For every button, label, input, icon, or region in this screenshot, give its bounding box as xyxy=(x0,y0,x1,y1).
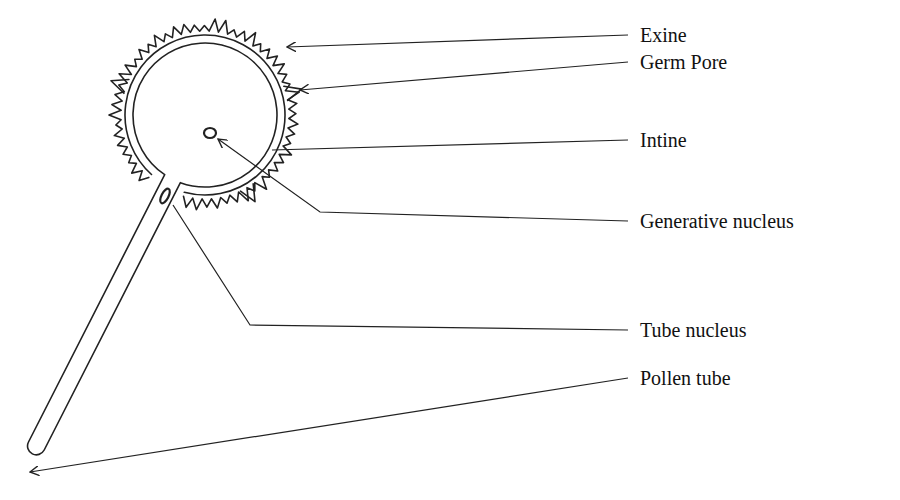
intine-and-tube xyxy=(28,43,277,455)
part-label: Intine xyxy=(638,128,689,152)
exine-inner-wall xyxy=(125,35,285,195)
part-label: Tube nucleus xyxy=(638,318,748,342)
leader-line xyxy=(287,35,628,47)
leader-line xyxy=(173,205,628,330)
part-label: Germ Pore xyxy=(638,50,729,74)
exine-outline xyxy=(109,19,299,210)
leader-line xyxy=(300,62,628,90)
leader-line xyxy=(30,378,628,472)
leader-line xyxy=(272,140,628,150)
generative-nucleus-symbol xyxy=(204,128,216,138)
leader-line xyxy=(218,139,628,221)
part-label: Generative nucleus xyxy=(638,209,796,233)
part-label: Pollen tube xyxy=(638,366,733,390)
part-label: Exine xyxy=(638,23,689,47)
tube-nucleus-symbol xyxy=(158,187,172,204)
